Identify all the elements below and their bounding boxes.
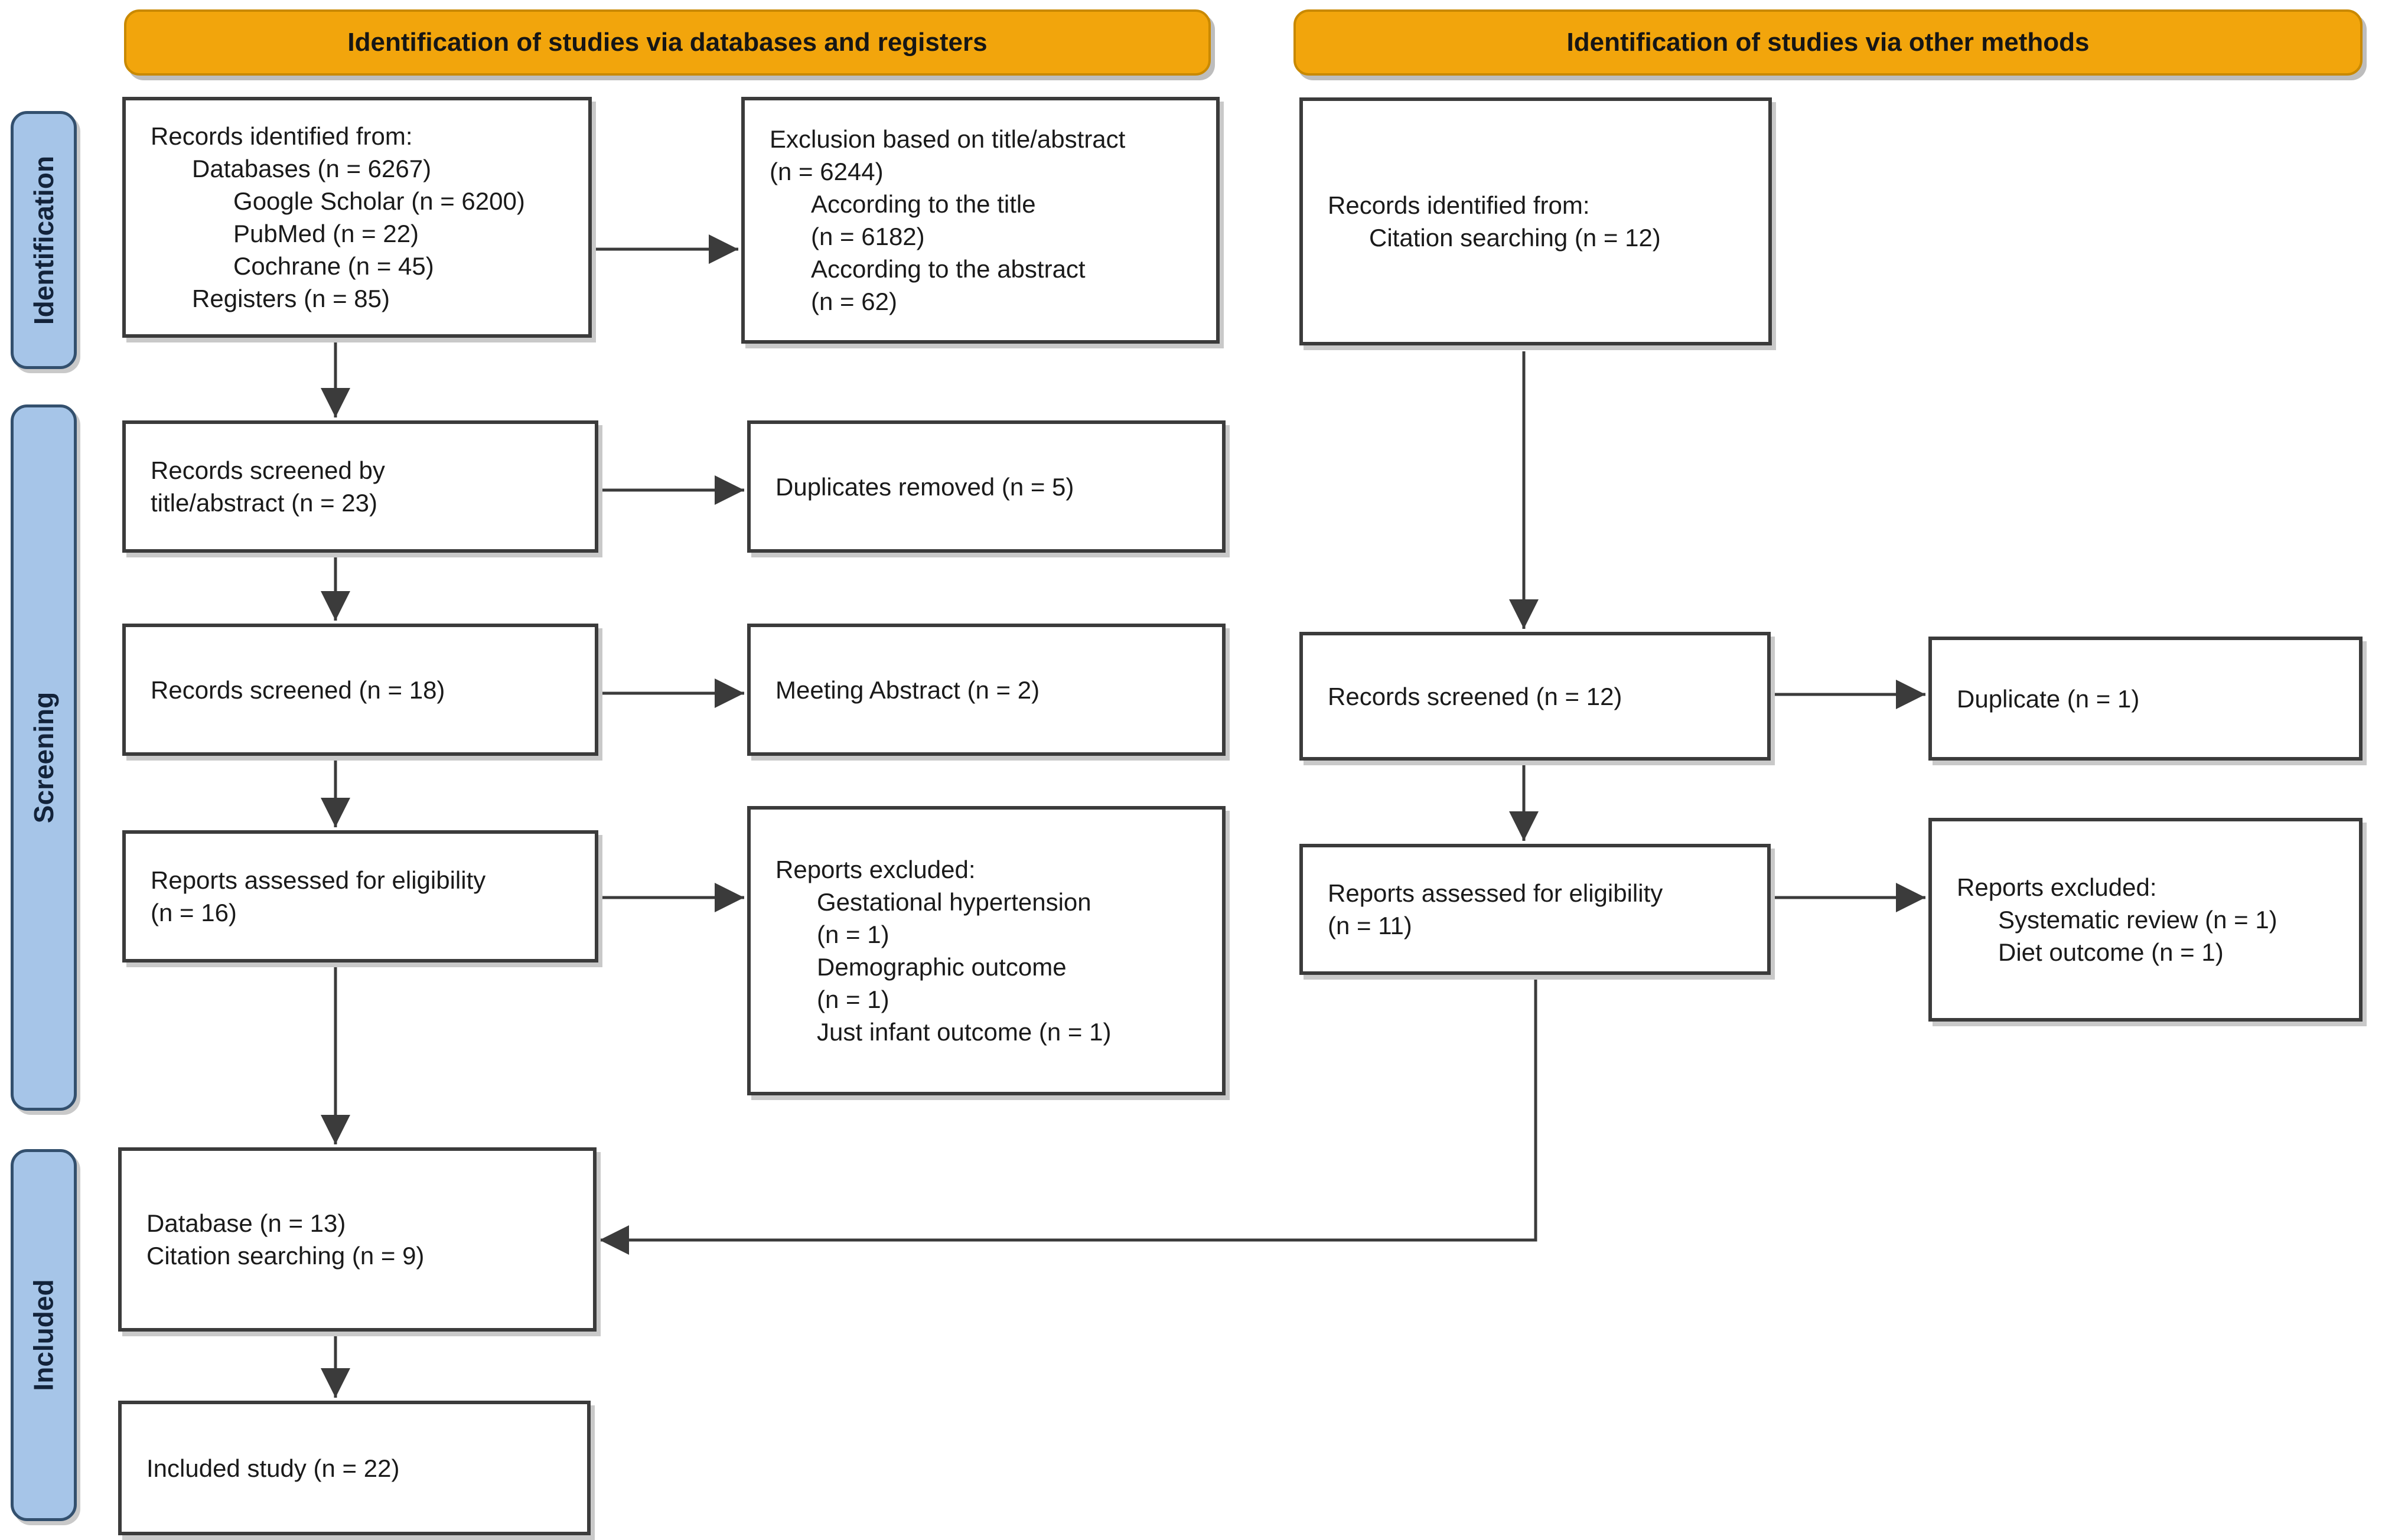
box-exclusion-title-abstract: Exclusion based on title/abstract (n = 62… — [741, 97, 1220, 344]
text-line: Just infant outcome (n = 1) — [775, 1018, 1112, 1046]
text-line: Reports assessed for eligibility — [151, 866, 486, 894]
text-line: Records identified from: — [151, 122, 413, 150]
text-line: Systematic review (n = 1) — [1957, 906, 2277, 934]
box-duplicate-1: Duplicate (n = 1) — [1928, 637, 2363, 761]
box-records-screened-12: Records screened (n = 12) — [1299, 632, 1771, 761]
stage-label-included: Included — [11, 1149, 77, 1521]
text-line: Duplicate (n = 1) — [1957, 684, 2140, 713]
text-line: title/abstract (n = 23) — [151, 489, 378, 517]
text-line: According to the title — [770, 190, 1036, 218]
text-line: Included study (n = 22) — [146, 1454, 400, 1482]
text-line: Diet outcome (n = 1) — [1957, 938, 2224, 966]
box-reports-excluded-other: Reports excluded: Systematic review (n =… — [1928, 818, 2363, 1022]
text-line: (n = 11) — [1328, 912, 1412, 939]
text-line: Exclusion based on title/abstract — [770, 125, 1126, 153]
box-database-citation-merged: Database (n = 13) Citation searching (n =… — [118, 1147, 597, 1332]
text-line: Records screened by — [151, 456, 385, 484]
banner-other-methods: Identification of studies via other meth… — [1293, 9, 2363, 76]
text-line: Records screened (n = 18) — [151, 676, 445, 704]
text-line: Google Scholar (n = 6200) — [151, 187, 525, 215]
text-line: Records identified from: — [1328, 191, 1590, 219]
text-line: (n = 16) — [151, 899, 237, 926]
arrow-assessed11-to-merged — [599, 975, 1537, 1255]
box-records-identified-databases: Records identified from: Databases (n = … — [122, 97, 592, 338]
text-line: Meeting Abstract (n = 2) — [775, 676, 1040, 704]
text-line: (n = 1) — [775, 986, 889, 1013]
text-line: Database (n = 13) — [146, 1209, 346, 1237]
text-line: (n = 62) — [770, 288, 897, 315]
text-line: According to the abstract — [770, 255, 1086, 283]
text-line: (n = 6182) — [770, 223, 925, 250]
text-line: Registers (n = 85) — [151, 285, 390, 312]
text-line: PubMed (n = 22) — [151, 220, 419, 247]
box-reports-assessed-11: Reports assessed for eligibility (n = 11) — [1299, 844, 1771, 975]
text-line: (n = 6244) — [770, 158, 884, 185]
box-records-screened-18: Records screened (n = 18) — [122, 624, 598, 756]
text-line: (n = 1) — [775, 921, 889, 948]
text-line: Citation searching (n = 9) — [146, 1242, 425, 1270]
text-line: Records screened (n = 12) — [1328, 682, 1622, 710]
stage-label-screening: Screening — [11, 404, 77, 1111]
box-meeting-abstract: Meeting Abstract (n = 2) — [747, 624, 1226, 756]
text-line: Cochrane (n = 45) — [151, 252, 434, 280]
box-included-study: Included study (n = 22) — [118, 1401, 591, 1535]
box-duplicates-removed: Duplicates removed (n = 5) — [747, 420, 1226, 553]
banner-databases-registers: Identification of studies via databases … — [124, 9, 1211, 76]
box-records-screened-title-abstract: Records screened by title/abstract (n = 2… — [122, 420, 598, 553]
text-line: Duplicates removed (n = 5) — [775, 472, 1074, 501]
text-line: Reports excluded: — [775, 856, 976, 883]
text-line: Demographic outcome — [775, 953, 1067, 981]
text-line: Gestational hypertension — [775, 888, 1091, 916]
text-line: Reports assessed for eligibility — [1328, 879, 1663, 907]
text-line: Reports excluded: — [1957, 873, 2157, 901]
box-records-identified-citation: Records identified from: Citation search… — [1299, 97, 1772, 345]
text-line: Citation searching (n = 12) — [1328, 224, 1661, 252]
box-reports-excluded-databases: Reports excluded: Gestational hypertensi… — [747, 806, 1226, 1095]
text-line: Databases (n = 6267) — [151, 155, 432, 182]
stage-label-identification: Identification — [11, 111, 77, 369]
box-reports-assessed-16: Reports assessed for eligibility (n = 16) — [122, 830, 598, 962]
